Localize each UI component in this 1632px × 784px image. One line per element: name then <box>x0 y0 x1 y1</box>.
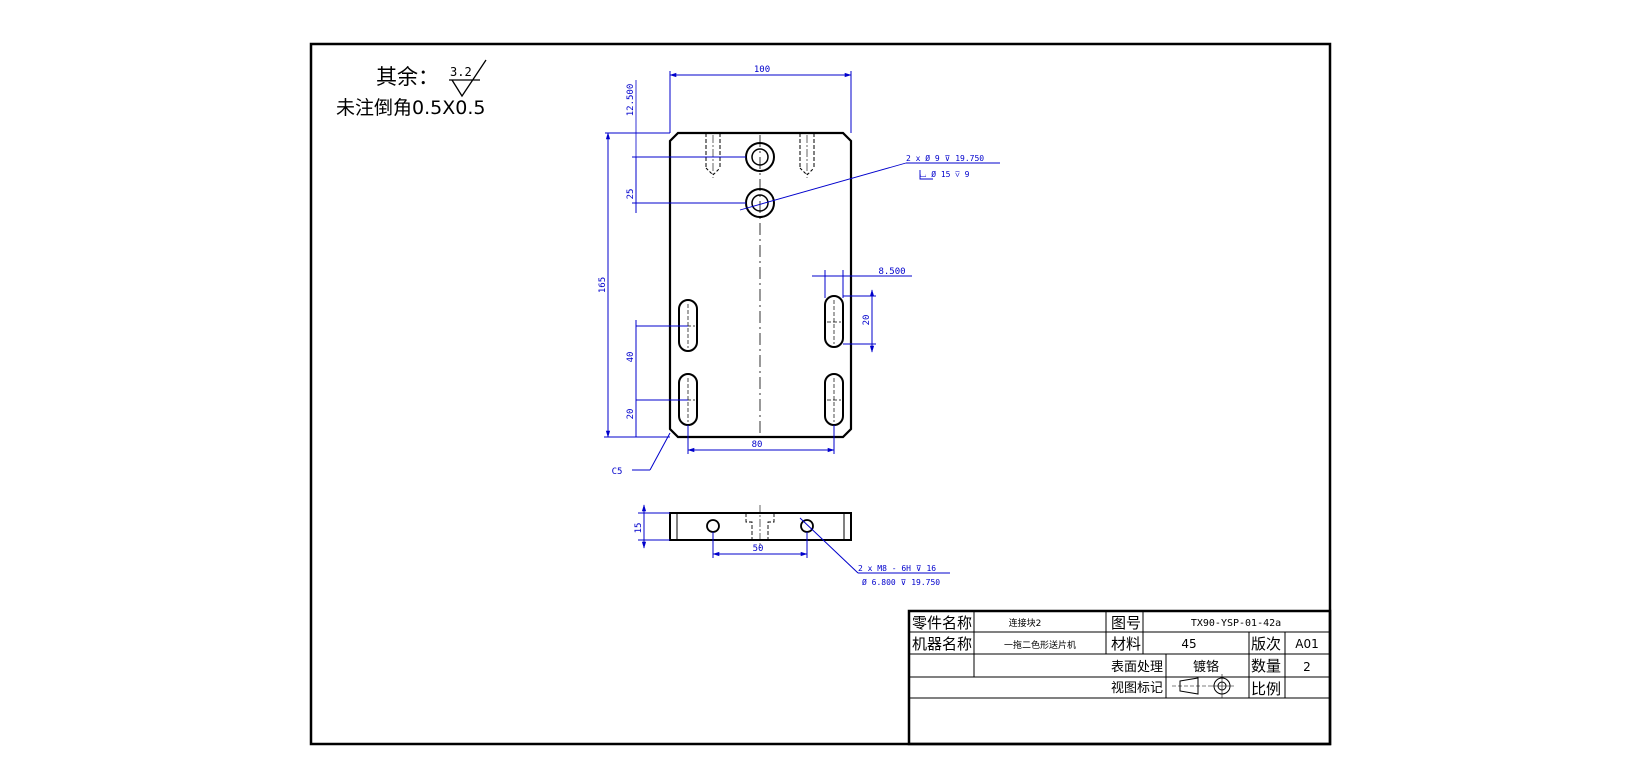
label-quantity: 数量 <box>1251 657 1281 675</box>
callout-tap-line2: Ø 6.800 ⊽ 19.750 <box>862 577 940 587</box>
dim-tapped-spacing: 50 <box>753 544 764 554</box>
tapped-hole-left <box>706 519 720 533</box>
value-material: 45 <box>1181 637 1196 651</box>
label-revision: 版次 <box>1251 635 1281 653</box>
dim-slot-length: 20 <box>862 315 872 326</box>
front-view-dimension-text: 100 12.500 25 165 40 20 8.500 20 80 C5 2… <box>598 65 984 477</box>
callout-counterbore-line1: 2 x Ø 9 ⊽ 19.750 <box>906 153 984 163</box>
plate-outline <box>668 131 853 439</box>
value-part-name: 连接块2 <box>1009 617 1042 629</box>
drawing-frame <box>309 42 1332 746</box>
label-drawing-no: 图号 <box>1111 614 1141 632</box>
dim-hole-spacing: 25 <box>626 189 636 200</box>
projection-symbol-icon <box>1172 674 1234 698</box>
label-part-name: 零件名称 <box>912 614 972 632</box>
value-drawing-no: TX90-YSP-01-42a <box>1191 618 1281 629</box>
label-material: 材料 <box>1111 635 1141 653</box>
tapped-hole-right <box>800 519 814 533</box>
value-revision: A01 <box>1295 637 1318 651</box>
value-quantity: 2 <box>1303 660 1311 674</box>
dim-slot-bottom: 20 <box>626 409 636 420</box>
side-outline <box>669 512 852 541</box>
surface-note-prefix: 其余： <box>376 65 439 89</box>
dim-slot-width: 8.500 <box>878 267 905 277</box>
value-machine-name: 一拖二色形送片机 <box>1004 639 1076 651</box>
dim-overall-length: 165 <box>598 277 608 293</box>
hidden-counterbore <box>745 513 775 540</box>
dim-slot-span: 80 <box>752 440 763 450</box>
side-view-dimensions <box>638 504 950 574</box>
side-view <box>669 505 852 548</box>
label-machine-name: 机器名称 <box>912 635 972 653</box>
value-surface-treatment: 镀铬 <box>1193 659 1219 675</box>
side-view-dimension-text: 15 50 2 x M8 - 6H ⊽ 16 Ø 6.800 ⊽ 19.750 <box>634 523 940 587</box>
label-view-mark: 视图标记 <box>1111 681 1163 696</box>
front-view <box>668 131 853 439</box>
chamfer-note: 未注倒角0.5X0.5 <box>336 97 485 119</box>
dim-top-offset: 12.500 <box>626 84 636 117</box>
label-surface-treatment: 表面处理 <box>1111 660 1163 675</box>
slot-upper-right <box>824 295 844 348</box>
dim-width-top: 100 <box>754 65 770 75</box>
general-notes: 其余： 3.2 未注倒角0.5X0.5 <box>336 59 487 119</box>
dim-thickness: 15 <box>634 523 644 534</box>
roughness-symbol-icon <box>449 59 487 98</box>
title-block-text: 零件名称 连接块2 图号 TX90-YSP-01-42a 机器名称 一拖二色形送… <box>912 614 1319 698</box>
surface-roughness-value: 3.2 <box>450 65 472 79</box>
counterbore-symbol-leader <box>919 170 933 180</box>
front-view-dimensions <box>604 71 1000 471</box>
slots <box>678 295 844 426</box>
dim-chamfer: C5 <box>612 467 623 477</box>
title-block <box>907 609 1332 746</box>
slot-centermarks <box>681 300 841 422</box>
callout-tap-line1: 2 x M8 - 6H ⊽ 16 <box>858 564 936 573</box>
callout-counterbore-line2: ⌴ Ø 15 ⊽ 9 <box>920 169 970 179</box>
dim-slot-spacing: 40 <box>626 352 636 363</box>
label-scale: 比例 <box>1251 680 1281 698</box>
